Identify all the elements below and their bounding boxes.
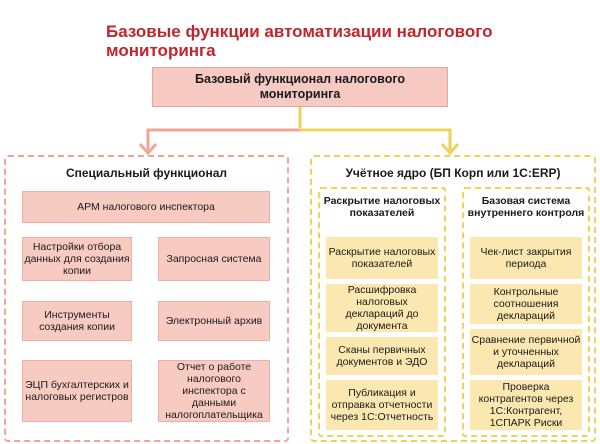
disclosure-column-title: Раскрытие налоговых показателей	[323, 195, 441, 219]
control-item: Проверка контрагентов через 1С:Контраген…	[470, 380, 582, 430]
control-item: Сравнение первичной и уточненных деклара…	[470, 329, 582, 375]
electronic-archive-box: Электронный архив	[158, 301, 270, 341]
page-title: Базовые функции автоматизации налогового…	[106, 22, 493, 60]
right-connector	[300, 128, 452, 150]
base-functionality-box: Базовый функционал налогового мониторинг…	[152, 67, 448, 107]
control-item: Чек-лист закрытия периода	[470, 237, 582, 279]
special-functionality-title: Специальный функционал	[65, 166, 228, 180]
disclosure-item: Публикация и отправка отчетности через 1…	[326, 380, 438, 430]
internal-control-column-title: Базовая система внутреннего контроля	[467, 195, 585, 219]
right-arrowhead	[440, 143, 460, 156]
digital-signature-box: ЭЦП бухгалтерских и налоговых регистров	[22, 360, 132, 422]
disclosure-item: Раскрытие налоговых показателей	[326, 237, 438, 279]
inspector-report-box: Отчет о работе налогового инспектора с д…	[158, 360, 270, 422]
copy-selection-settings-box: Настройки отбора данных для создания коп…	[22, 237, 132, 281]
left-arrowhead	[138, 143, 158, 156]
disclosure-item: Расшифровка налоговых деклараций до доку…	[326, 284, 438, 332]
accounting-core-panel	[310, 155, 596, 442]
disclosure-item: Сканы первичных документов и ЭДО	[326, 337, 438, 375]
arm-inspector-box: АРМ налогового инспектора	[22, 191, 270, 223]
internal-control-column	[462, 187, 590, 437]
request-system-box: Запросная система	[158, 237, 270, 281]
left-connector	[146, 128, 452, 150]
accounting-core-title: Учётное ядро (БП Корп или 1С:ERP)	[345, 166, 561, 180]
copy-tools-box: Инструменты создания копии	[22, 301, 132, 341]
disclosure-column	[318, 187, 446, 437]
special-functionality-panel	[4, 155, 289, 442]
control-item: Контрольные соотношения деклараций	[470, 284, 582, 324]
